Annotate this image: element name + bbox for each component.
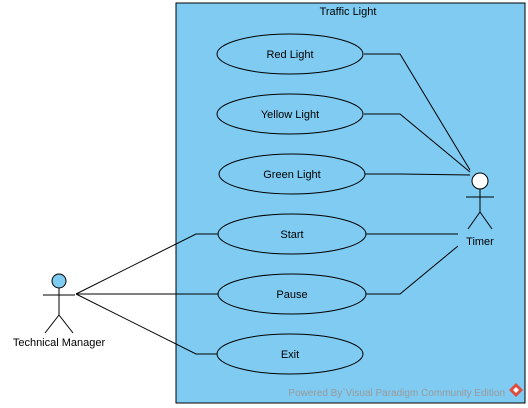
use-case-exit[interactable]: Exit	[216, 333, 364, 375]
use-case-label: Red Light	[266, 49, 313, 61]
association-timer-pause[interactable]	[366, 245, 459, 295]
use-case-yellow-light[interactable]: Yellow Light	[216, 93, 364, 135]
association-timer-green-light[interactable]	[364, 173, 471, 176]
association-timer-yellow-light[interactable]	[364, 113, 471, 173]
actor-name: Timer	[466, 236, 494, 248]
actor-name: Technical Manager	[13, 337, 106, 349]
association-lines	[75, 53, 471, 355]
association-manager-exit[interactable]	[75, 293, 218, 355]
use-case-red-light[interactable]: Red Light	[216, 33, 364, 75]
actor-right-leg	[479, 211, 493, 230]
association-timer-red-light[interactable]	[364, 53, 471, 171]
watermark: Powered By`Visual Paradigm Community Edi…	[288, 383, 523, 399]
use-case-green-light[interactable]: Green Light	[218, 153, 366, 195]
system-boundary[interactable]: Traffic Light	[175, 2, 526, 404]
use-case-label: Green Light	[263, 169, 320, 181]
actor-timer[interactable]: Timer	[466, 172, 494, 248]
actor-left-leg	[467, 211, 481, 230]
actor-technical-manager[interactable]: Technical Manager	[13, 273, 106, 349]
actor-left-leg	[44, 314, 60, 334]
use-case-label: Exit	[281, 349, 299, 361]
use-case-label: Yellow Light	[261, 109, 319, 121]
use-case-ellipse	[217, 213, 367, 255]
stick-figure-icon	[466, 172, 494, 230]
use-case-ellipse	[216, 93, 364, 135]
use-case-ellipse	[216, 33, 364, 75]
watermark-text: Powered By`Visual Paradigm Community Edi…	[288, 387, 505, 399]
use-case-ellipse	[216, 333, 364, 375]
system-name: Traffic Light	[320, 6, 377, 18]
use-case-ellipse	[218, 153, 366, 195]
use-case-label: Start	[280, 229, 303, 241]
system-boundary-box	[175, 2, 526, 404]
use-case-label: Pause	[276, 289, 307, 301]
actor-right-leg	[58, 314, 74, 334]
association-manager-start[interactable]	[75, 233, 218, 295]
actor-head	[51, 273, 67, 289]
use-case-pause[interactable]: Pause	[217, 273, 367, 315]
actor-head	[471, 172, 489, 190]
use-case-ellipse	[217, 273, 367, 315]
visual-paradigm-logo-icon	[509, 383, 523, 397]
stick-figure-icon	[43, 273, 75, 334]
use-case-start[interactable]: Start	[217, 213, 367, 255]
